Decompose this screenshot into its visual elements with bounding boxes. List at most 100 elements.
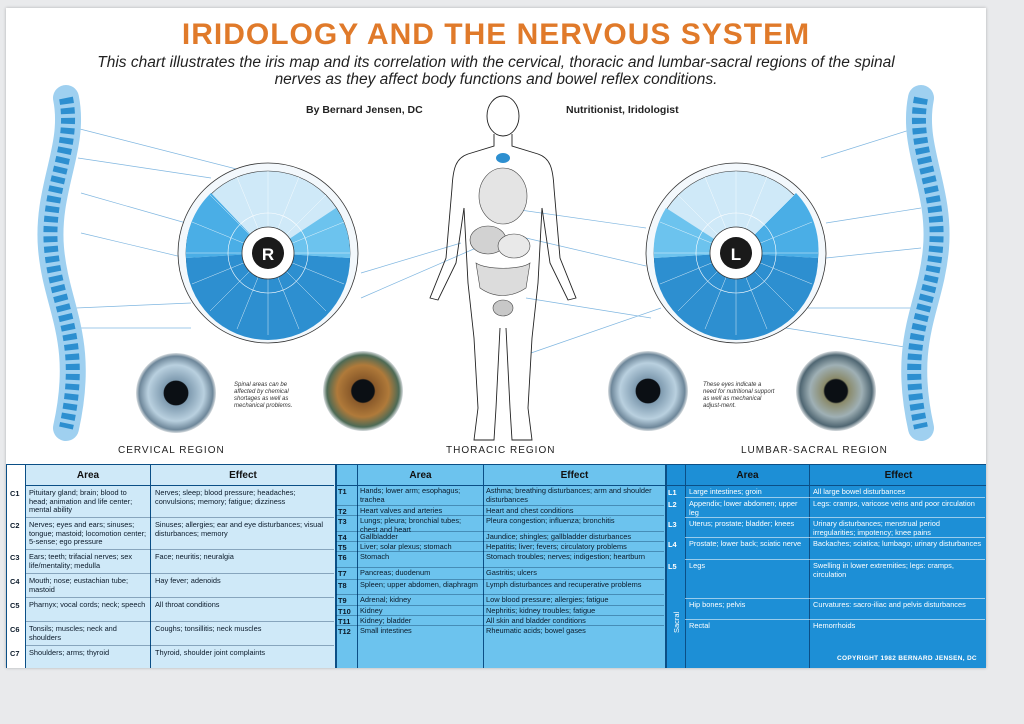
spine-right-illustration	[901, 85, 950, 441]
cervical-code: C5	[10, 601, 20, 610]
thoracic-area-cell: Liver; solar plexus; stomach	[360, 542, 452, 551]
row-divider	[336, 615, 664, 616]
cervical-effect-cell: All throat conditions	[155, 600, 220, 609]
eye-photo	[608, 351, 688, 431]
lumbar-area-cell: Large intestines; groin	[689, 487, 762, 496]
lumbar-area-header: Area	[736, 469, 759, 481]
human-body-figure	[429, 95, 577, 441]
row-divider	[685, 559, 985, 560]
connector-lines	[74, 127, 922, 354]
lumbar-effect-cell: All large bowel disturbances	[813, 487, 906, 496]
row-divider	[336, 515, 664, 516]
row-divider	[336, 625, 664, 626]
thoracic-effect-cell: Stomach troubles; nerves; indigestion; h…	[486, 552, 645, 561]
thoracic-code: T6	[338, 553, 347, 562]
cervical-table: Area Effect C1 Pituitary gland; brain; b…	[6, 464, 336, 668]
thoracic-effect-cell: Heart and chest conditions	[486, 506, 574, 515]
lumbar-code: L4	[668, 540, 677, 549]
lumbar-effect-header: Effect	[884, 469, 913, 481]
thoracic-area-cell: Spleen; upper abdomen, diaphragm	[360, 580, 478, 589]
lumbar-area-cell: Prostate; lower back; sciatic nerve	[689, 539, 802, 548]
thoracic-code: T4	[338, 533, 347, 542]
row-divider	[685, 619, 985, 620]
lumbar-effect-cell: Swelling in lower extremities; legs: cra…	[813, 561, 954, 579]
lumbar-code: L2	[668, 500, 677, 509]
thoracic-effect-header: Effect	[560, 469, 589, 481]
row-divider	[685, 517, 985, 518]
iris-chart-right	[177, 162, 359, 344]
thoracic-code: T5	[338, 543, 347, 552]
row-divider	[336, 605, 664, 606]
cervical-code: C6	[10, 625, 20, 634]
thoracic-effect-cell: All skin and bladder conditions	[486, 616, 586, 625]
cervical-effect-cell: Sinuses; allergies; ear and eye disturba…	[155, 520, 324, 538]
region-label-thoracic: THORACIC REGION	[446, 445, 556, 456]
lumbar-area-cell: Legs	[689, 561, 706, 570]
cervical-area-cell: Pituitary gland; brain; blood to head; a…	[29, 488, 133, 515]
lumbar-area-cell: Hip bones; pelvis	[689, 600, 746, 609]
lumbar-area-cell: Appendix; lower abdomen; upper leg	[689, 499, 798, 517]
thoracic-area-header: Area	[409, 469, 432, 481]
note-eyes: These eyes indicate a need for nutrition…	[703, 382, 775, 409]
thoracic-code: T12	[338, 627, 351, 636]
thoracic-area-cell: Lungs; pleura; bronchial tubes; chest an…	[360, 516, 462, 534]
row-divider	[336, 505, 664, 506]
cervical-effect-cell: Coughs; tonsillitis; neck muscles	[155, 624, 262, 633]
cervical-effect-cell: Face; neuritis; neuralgia	[155, 552, 234, 561]
row-divider	[336, 531, 664, 532]
thoracic-effect-cell: Rheumatic acids; bowel gases	[486, 626, 586, 635]
cervical-effect-cell: Nerves; sleep; blood pressure; headaches…	[155, 488, 296, 506]
byline-author: By Bernard Jensen, DC	[306, 104, 423, 116]
chart-title: IRIDOLOGY AND THE NERVOUS SYSTEM	[181, 18, 811, 51]
thoracic-area-cell: Hands; lower arm; esophagus; trachea	[360, 486, 461, 504]
thoracic-table: Area Effect	[336, 464, 666, 668]
cervical-area-cell: Pharnyx; vocal cords; neck; speech	[29, 600, 146, 609]
thoracic-area-cell: Stomach	[360, 552, 390, 561]
cervical-area-cell: Ears; teeth; trifacial nerves; sex life/…	[29, 552, 133, 570]
cervical-code: C3	[10, 553, 20, 562]
lumbar-effect-cell: Backaches; sciatica; lumbago; urinary di…	[813, 539, 982, 548]
thoracic-effect-cell: Asthma; breathing disturbances; arm and …	[486, 486, 652, 504]
region-label-lumbar: LUMBAR-SACRAL REGION	[741, 445, 888, 456]
lumbar-effect-cell: Legs: cramps, varicose veins and poor ci…	[813, 499, 975, 508]
cervical-code: C1	[10, 489, 20, 498]
chart-sheet: R L	[6, 8, 986, 668]
thoracic-effect-cell: Hepatitis; liver; fevers; circulatory pr…	[486, 542, 627, 551]
cervical-code: C7	[10, 649, 20, 658]
lumbar-area-cell: Rectal	[689, 621, 710, 630]
iris-right-letter: R	[262, 245, 274, 264]
eye-photo	[323, 351, 403, 431]
iris-left-letter: L	[731, 245, 741, 264]
thoracic-area-cell: Pancreas; duodenum	[360, 568, 431, 577]
thoracic-effect-cell: Nephritis; kidney troubles; fatigue	[486, 606, 596, 615]
thoracic-area-cell: Gallbladder	[360, 532, 398, 541]
thoracic-area-cell: Heart valves and arteries	[360, 506, 443, 515]
thoracic-area-cell: Kidney	[360, 606, 383, 615]
thoracic-effect-cell: Pleura congestion; influenza; bronchitis	[486, 516, 615, 525]
cervical-area-cell: Tonsils; muscles; neck and shoulders	[29, 624, 117, 642]
row-divider	[336, 579, 664, 580]
eye-photo	[796, 351, 876, 431]
thoracic-code: T2	[338, 507, 347, 516]
cervical-code: C2	[10, 521, 20, 530]
cervical-area-cell: Nerves; eyes and ears; sinuses; tongue; …	[29, 520, 147, 547]
thoracic-area-cell: Adrenal; kidney	[360, 595, 411, 604]
lumbar-table: Area Effect Sacral COPYRIGHT 1982 BERNAR…	[666, 464, 986, 668]
cervical-area-cell: Mouth; nose; eustachian tube; mastoid	[29, 576, 129, 594]
cervical-effect-cell: Thyroid, shoulder joint complaints	[155, 648, 266, 657]
cervical-code-column	[7, 465, 25, 668]
thoracic-code: T8	[338, 581, 347, 590]
lumbar-area-cell: Uterus; prostate; bladder; knees	[689, 519, 795, 528]
row-divider	[336, 567, 664, 568]
lumbar-code: L5	[668, 562, 677, 571]
thoracic-code: T1	[338, 487, 347, 496]
thoracic-code: T10	[338, 607, 351, 616]
row-divider	[685, 598, 985, 599]
lumbar-code: L3	[668, 520, 677, 529]
row-divider	[685, 497, 985, 498]
lumbar-effect-cell: Urinary disturbances; menstrual period i…	[813, 519, 940, 537]
thoracic-code: T3	[338, 517, 347, 526]
thoracic-effect-cell: Lymph disturbances and recuperative prob…	[486, 580, 642, 589]
region-label-cervical: CERVICAL REGION	[118, 445, 225, 456]
illustration-layer: R L	[37, 85, 950, 441]
